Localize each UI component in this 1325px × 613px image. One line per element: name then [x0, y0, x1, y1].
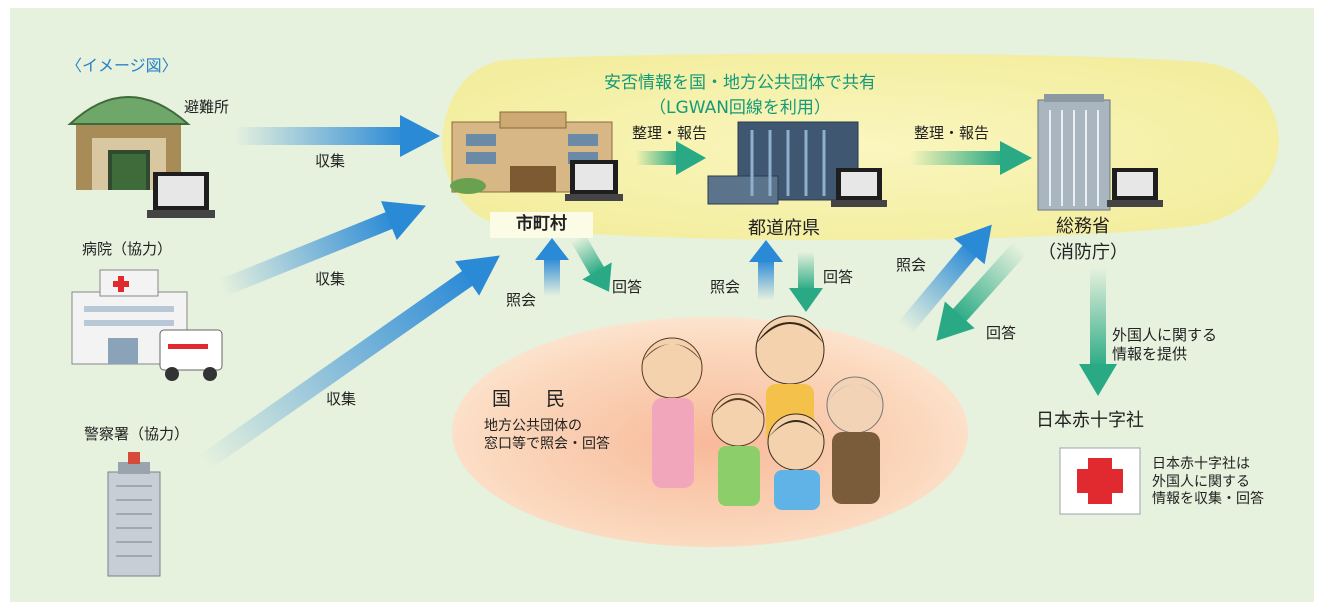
inquiry-arrow-ministry	[898, 224, 992, 334]
collect-arrow-hospital	[218, 201, 426, 297]
ministry-label: 総務省 （消防庁）	[1028, 212, 1138, 264]
citizens-desc-line1: 地方公共団体の	[484, 418, 582, 434]
citizens-title: 国 民	[492, 388, 574, 410]
image-caption: 〈イメージ図〉	[66, 56, 178, 75]
laptop-ministry	[1107, 168, 1163, 207]
foreign-info-line2: 情報を提供	[1112, 344, 1188, 363]
prefecture-label: 都道府県	[748, 218, 820, 239]
foreign-info-arrow	[1079, 268, 1117, 396]
shelter-label: 避難所	[184, 98, 230, 116]
answer-label-ministry: 回答	[986, 324, 1017, 342]
red-cross-desc-line3: 情報を収集・回答	[1152, 491, 1264, 507]
answer-arrow-muni	[571, 234, 612, 292]
ministry-building	[1037, 94, 1111, 211]
share-info-line2: （LGWAN回線を利用）	[649, 98, 831, 118]
red-cross-label: 日本赤十字社	[1036, 410, 1144, 431]
collect-arrow-police	[199, 255, 500, 470]
report-arrow-1	[636, 141, 706, 175]
hospital-building	[71, 269, 188, 365]
answer-label-muni: 回答	[612, 278, 643, 296]
share-info-title: 安否情報を国・地方公共団体で共有 （LGWAN回線を利用）	[560, 68, 920, 118]
citizens-description: 地方公共団体の 窓口等で照会・回答	[484, 418, 610, 453]
police-label: 警察署（協力）	[84, 425, 190, 443]
red-cross-desc-line2: 外国人に関する	[1152, 473, 1250, 490]
share-info-line1: 安否情報を国・地方公共団体で共有	[604, 73, 876, 93]
laptop-prefecture	[831, 168, 887, 207]
foreign-info-label: 外国人に関する 情報を提供	[1112, 326, 1217, 364]
answer-arrow-pref	[789, 252, 823, 312]
municipality-label: 市町村	[490, 212, 593, 239]
laptop-municipality	[565, 160, 623, 201]
red-cross-symbol	[1059, 447, 1141, 515]
ministry-label-line2: （消防庁）	[1038, 242, 1128, 263]
ambulance	[159, 329, 223, 381]
collect-label-shelter: 収集	[315, 152, 346, 170]
answer-label-pref: 回答	[823, 268, 854, 286]
report-label-1: 整理・報告	[632, 124, 708, 142]
red-cross-description: 日本赤十字社は 外国人に関する 情報を収集・回答	[1152, 456, 1264, 509]
inquiry-arrow-pref	[749, 240, 783, 300]
citizens-family	[641, 315, 884, 510]
inquiry-label-pref: 照会	[710, 278, 741, 296]
hospital-label: 病院（協力）	[82, 240, 173, 258]
red-cross-desc-line1: 日本赤十字社は	[1152, 456, 1250, 472]
police-building	[107, 452, 161, 577]
collect-arrow-shelter	[235, 115, 440, 157]
shelter-building	[67, 96, 191, 190]
inquiry-label-ministry: 照会	[896, 256, 927, 274]
ministry-label-line1: 総務省	[1056, 216, 1110, 237]
inquiry-label-muni: 照会	[506, 291, 537, 309]
collect-label-hospital: 収集	[315, 270, 346, 288]
report-arrow-2	[910, 141, 1032, 175]
citizens-desc-line2: 窓口等で照会・回答	[484, 435, 610, 452]
answer-arrow-ministry	[936, 241, 1027, 341]
collect-label-police: 収集	[326, 390, 357, 408]
foreign-info-line1: 外国人に関する	[1112, 326, 1218, 344]
report-label-2: 整理・報告	[914, 124, 990, 142]
inquiry-arrow-muni	[535, 238, 569, 296]
laptop-shelter	[147, 172, 215, 218]
